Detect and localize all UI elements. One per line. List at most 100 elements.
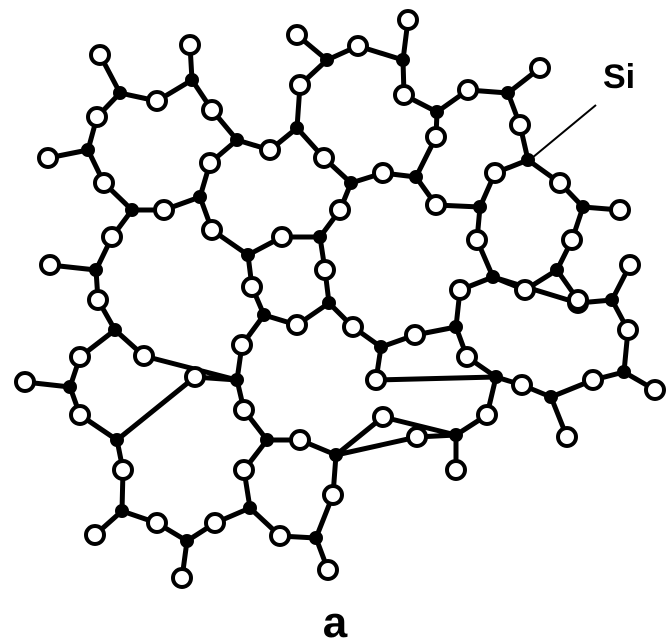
oxygen-atom (286, 314, 308, 336)
silicon-atom (322, 296, 336, 310)
oxygen-atom (231, 334, 253, 356)
silicon-atom (230, 373, 244, 387)
oxygen-atom (201, 99, 223, 121)
silicon-atom (396, 53, 410, 67)
oxygen-atom (329, 199, 351, 221)
oxygen-atom (476, 404, 498, 426)
oxygen-atom (582, 369, 604, 391)
oxygen-atom (199, 152, 221, 174)
silicon-atom (550, 263, 564, 277)
oxygen-atom (393, 84, 415, 106)
silicon-atom (449, 320, 463, 334)
oxygen-atom (404, 324, 426, 346)
silicon-atom (108, 323, 122, 337)
oxygen-atom (286, 24, 308, 46)
oxygen-atom (233, 459, 255, 481)
silicon-atom (110, 433, 124, 447)
silicon-atom (81, 143, 95, 157)
silicon-atom (473, 200, 487, 214)
oxygen-atom (289, 74, 311, 96)
oxygen-atom (87, 289, 109, 311)
oxygen-atom (609, 199, 631, 221)
oxygen-atom (153, 199, 175, 221)
atoms-layer (14, 9, 666, 589)
oxygen-atom (322, 484, 344, 506)
silicon-atom (260, 433, 274, 447)
oxygen-atom (372, 162, 394, 184)
silicon-atom (115, 504, 129, 518)
si-o-bond (380, 414, 459, 438)
oxygen-atom (241, 276, 263, 298)
oxygen-atom (457, 79, 479, 101)
oxygen-atom (484, 162, 506, 184)
oxygen-atom (372, 406, 394, 428)
oxygen-atom (313, 147, 335, 169)
oxygen-atom (342, 316, 364, 338)
silicon-atom (329, 448, 343, 462)
silicon-atom (257, 308, 271, 322)
oxygen-atom (644, 379, 666, 401)
oxygen-atom (84, 524, 106, 546)
silicon-atom (449, 428, 463, 442)
oxygen-atom (466, 229, 488, 251)
oxygen-atom (133, 345, 155, 367)
silicon-atom (344, 176, 358, 190)
silicon-atom (89, 263, 103, 277)
si-pointer-line (531, 104, 597, 159)
si-o-bond (114, 374, 198, 443)
silicon-atom (243, 501, 257, 515)
oxygen-atom (445, 459, 467, 481)
si-label: Si (603, 58, 635, 96)
silicon-atom (185, 73, 199, 87)
oxygen-atom (561, 229, 583, 251)
oxygen-atom (86, 106, 108, 128)
oxygen-atom (511, 374, 533, 396)
oxygen-atom (269, 525, 291, 547)
oxygen-atom (69, 346, 91, 368)
silicon-atom (617, 365, 631, 379)
oxygen-atom (456, 346, 478, 368)
oxygen-atom (314, 259, 336, 281)
oxygen-atom (179, 34, 201, 56)
oxygen-atom (449, 279, 471, 301)
oxygen-atom (514, 279, 536, 301)
oxygen-atom (14, 371, 36, 393)
oxygen-atom (271, 226, 293, 248)
oxygen-atom (112, 459, 134, 481)
oxygen-atom (549, 172, 571, 194)
oxygen-atom (69, 404, 91, 426)
silicon-atom (313, 230, 327, 244)
silicon-atom (320, 53, 334, 67)
oxygen-atom (397, 9, 419, 31)
oxygen-atom (39, 254, 61, 276)
silicon-atom (489, 370, 503, 384)
oxygen-atom (37, 147, 59, 169)
silicon-atom (290, 121, 304, 135)
silicon-atom (605, 293, 619, 307)
silicon-atom (544, 390, 558, 404)
oxygen-atom (347, 35, 369, 57)
oxygen-atom (101, 226, 123, 248)
figure-caption: a (323, 598, 348, 643)
oxygen-atom (425, 126, 447, 148)
oxygen-atom (529, 57, 551, 79)
oxygen-atom (556, 426, 578, 448)
silicon-atom (193, 190, 207, 204)
silicon-atom (501, 86, 515, 100)
silicon-atom (180, 534, 194, 548)
oxygen-atom (146, 90, 168, 112)
oxygen-atom (204, 512, 226, 534)
oxygen-atom (171, 567, 193, 589)
oxygen-atom (425, 194, 447, 216)
si-o-bond (373, 374, 499, 383)
si-o-bond (333, 434, 420, 458)
oxygen-atom (259, 139, 281, 161)
oxygen-atom (365, 369, 387, 391)
silicon-atom (430, 105, 444, 119)
oxygen-atom (567, 289, 589, 311)
oxygen-atom (184, 366, 206, 388)
silicon-atom (374, 340, 388, 354)
oxygen-atom (617, 319, 639, 341)
oxygen-atom (201, 219, 223, 241)
